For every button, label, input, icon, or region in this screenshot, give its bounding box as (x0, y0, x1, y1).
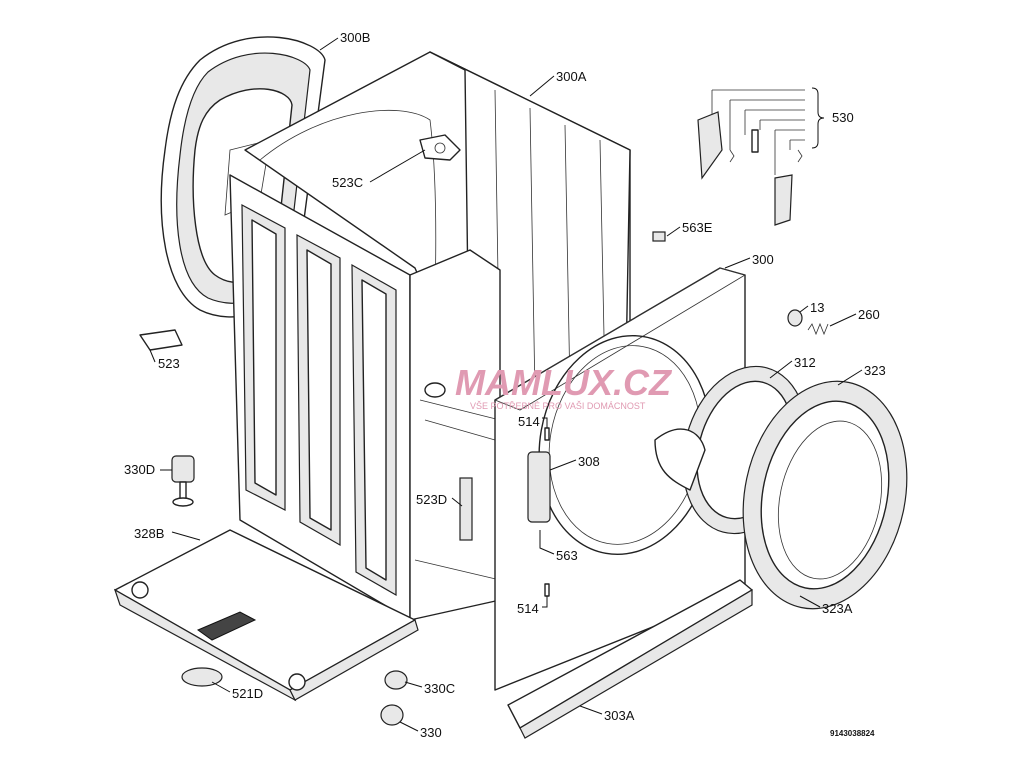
watermark-slogan: VŠE POTŘEBNÉ PRO VAŠI DOMÁCNOST (470, 401, 646, 411)
leader-lines (149, 37, 863, 732)
label-300B: 300B (340, 30, 370, 45)
part-521D[interactable] (181, 667, 223, 687)
kickplate-303A[interactable] (507, 579, 753, 739)
label-328B: 328B (134, 526, 164, 541)
label-13: 13 (810, 300, 824, 315)
label-563E: 563E (682, 220, 713, 235)
part-523D[interactable] (459, 477, 473, 541)
cabinet-300A[interactable] (229, 51, 631, 621)
part-labels: 300B 300A 523C 563E 300 530 13 260 523 3… (124, 30, 886, 740)
part-330[interactable] (380, 704, 404, 726)
label-300: 300 (752, 252, 774, 267)
front-panel-300[interactable] (494, 267, 747, 691)
base-plate-328B[interactable] (113, 529, 419, 702)
label-323A: 323A (822, 601, 853, 616)
label-303A: 303A (604, 708, 635, 723)
door-frame-323[interactable] (723, 366, 927, 624)
label-312: 312 (794, 355, 816, 370)
label-330: 330 (420, 725, 442, 740)
label-523: 523 (158, 356, 180, 371)
label-514-top: 514 (518, 414, 540, 429)
label-330D: 330D (124, 462, 155, 477)
watermark-brand: MAMLUX.CZ (455, 362, 673, 403)
label-300A: 300A (556, 69, 587, 84)
label-323: 323 (864, 363, 886, 378)
label-521D: 521D (232, 686, 263, 701)
part-563E[interactable] (652, 231, 666, 242)
part-13[interactable] (787, 309, 803, 327)
label-563: 563 (556, 548, 578, 563)
side-panel-ribs (241, 203, 397, 597)
hinge-523C[interactable] (419, 134, 461, 161)
drawing-code: 9143038824 (830, 729, 875, 738)
small-parts (139, 87, 829, 726)
part-330D-foot[interactable] (171, 455, 195, 507)
label-330C: 330C (424, 681, 455, 696)
part-530-latch-kit[interactable] (697, 87, 825, 226)
part-514b-screw[interactable] (544, 583, 550, 597)
label-260: 260 (858, 307, 880, 322)
part-514a-screw[interactable] (544, 427, 550, 441)
label-523C: 523C (332, 175, 363, 190)
part-330C[interactable] (384, 670, 408, 690)
label-530: 530 (832, 110, 854, 125)
label-523D: 523D (416, 492, 447, 507)
part-523[interactable] (139, 329, 183, 351)
label-308: 308 (578, 454, 600, 469)
watermark: MAMLUX.CZ VŠE POTŘEBNÉ PRO VAŠI DOMÁCNOS… (455, 362, 673, 411)
label-514-bottom: 514 (517, 601, 539, 616)
part-260-spring[interactable] (807, 322, 829, 336)
